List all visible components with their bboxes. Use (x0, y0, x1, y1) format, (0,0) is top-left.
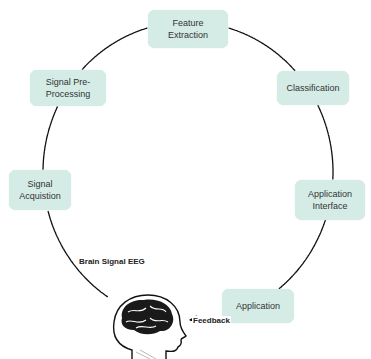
box-text: Signal Pre-Processing (35, 76, 101, 100)
box-text: Signal Acquistion (14, 178, 66, 202)
cycle-arc (279, 220, 326, 289)
box-text: Classification (286, 82, 339, 94)
process-box: Classification (277, 71, 349, 105)
box-text: Application Interface (300, 188, 360, 212)
annotation-label: Brain Signal EEG (78, 257, 146, 266)
cycle-arc (318, 105, 333, 179)
cycle-arc (82, 28, 148, 70)
process-box: Feature Extraction (148, 10, 228, 48)
signal-arc (48, 211, 108, 297)
cycle-arc (229, 28, 296, 71)
process-box: Application (222, 289, 294, 323)
box-text: Application (236, 300, 280, 312)
process-box: Signal Pre-Processing (30, 70, 106, 106)
box-text: Feature Extraction (153, 17, 223, 41)
neck-lines (136, 350, 156, 359)
brain-figure (122, 300, 174, 335)
annotation-label: Feedback (192, 316, 231, 325)
head-outline (114, 295, 186, 359)
process-box: Application Interface (295, 180, 365, 220)
cycle-arc (43, 106, 58, 169)
process-box: Signal Acquistion (9, 170, 71, 210)
